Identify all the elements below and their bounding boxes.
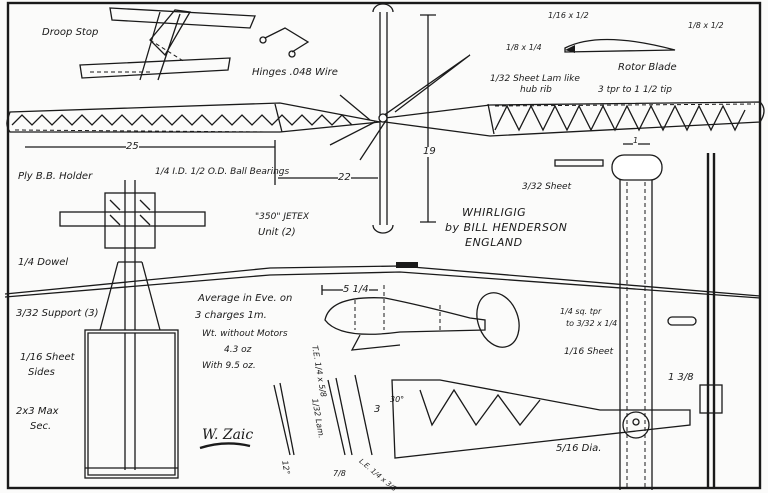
label-rotor-blade: Rotor Blade [618,62,677,73]
plan-author: by BILL HENDERSON [445,221,568,234]
note-weight-2: 4.3 oz [224,345,252,355]
plan-title: WHIRLIGIG [462,206,527,219]
launcher-box [84,261,179,479]
note-average-2: 3 charges 1m. [195,310,267,321]
label-angle-12: 12° [280,459,292,476]
label-jetex-1: "350" JETEX [255,212,310,222]
droop-stop-detail [79,7,256,81]
label-bearings: 1/4 I.D. 1/2 O.D. Ball Bearings [155,167,290,177]
rotor-blade-airfoil [564,38,676,53]
dim-19: 19 [423,146,436,157]
dim-7-8: 7/8 [333,469,346,478]
hub-bar [372,3,436,234]
label-le-strip: 1/16 x 1/2 [548,11,589,20]
label-lam-2: hub rib [520,85,552,95]
label-lam-1: 1/32 Sheet Lam like [490,74,580,84]
fuselage-front [554,143,697,490]
fuselage-side [321,285,520,351]
hinge-wire [264,27,310,53]
note-average-1: Average in Eve. on [198,293,293,304]
plan-country: ENGLAND [465,236,523,249]
signature: W. Zaic [202,427,254,443]
label-angle-30: 30° [390,395,405,404]
label-sides-1: 1/16 Sheet [20,352,75,363]
label-sq-tpr-1: 1/4 sq. tpr [560,307,602,316]
rotor-blade-side [4,265,761,299]
label-support: 3/32 Support (3) [16,308,99,319]
label-jetex-2: Unit (2) [258,227,296,238]
label-taper: 3 tpr to 1 1/2 tip [598,85,672,95]
note-weight-1: Wt. without Motors [202,329,288,339]
label-spar: 1/8 x 1/4 [506,43,542,52]
rotor-blade-plan [6,54,765,161]
dim-1-38: 1 3/8 [668,372,694,383]
rotor-edge-view [706,153,716,488]
note-weight-3: With 9.5 oz. [202,361,256,371]
drawing-border [6,1,762,490]
bearing-holder-section [59,180,206,330]
dim-3: 3 [374,404,381,415]
label-hinges: Hinges .048 Wire [252,67,338,78]
label-sheet-332: 3/32 Sheet [522,182,572,192]
label-ply-holder: Ply B.B. Holder [18,171,93,182]
label-dia: 5/16 Dia. [556,443,602,454]
signature-underline [199,442,251,450]
rotor-arm-truss [391,379,691,459]
label-te-strip: 1/8 x 1/2 [688,21,724,30]
le-section [327,377,353,456]
label-max-2: Sec. [30,421,52,432]
dim-22: 22 [338,172,351,183]
dim-25: 25 [126,141,139,152]
dim-1: 1 [633,136,639,145]
label-sides-2: Sides [28,367,55,378]
te-section [273,382,295,456]
label-max-1: 2x3 Max [16,406,59,417]
dim-5-25: 5 1/4 [343,284,369,295]
label-sheet-116: 1/16 Sheet [564,347,614,357]
label-droop-stop: Droop Stop [42,27,99,38]
label-sq-tpr-2: to 3/32 x 1/4 [566,319,618,328]
label-dowel: 1/4 Dowel [18,257,69,268]
